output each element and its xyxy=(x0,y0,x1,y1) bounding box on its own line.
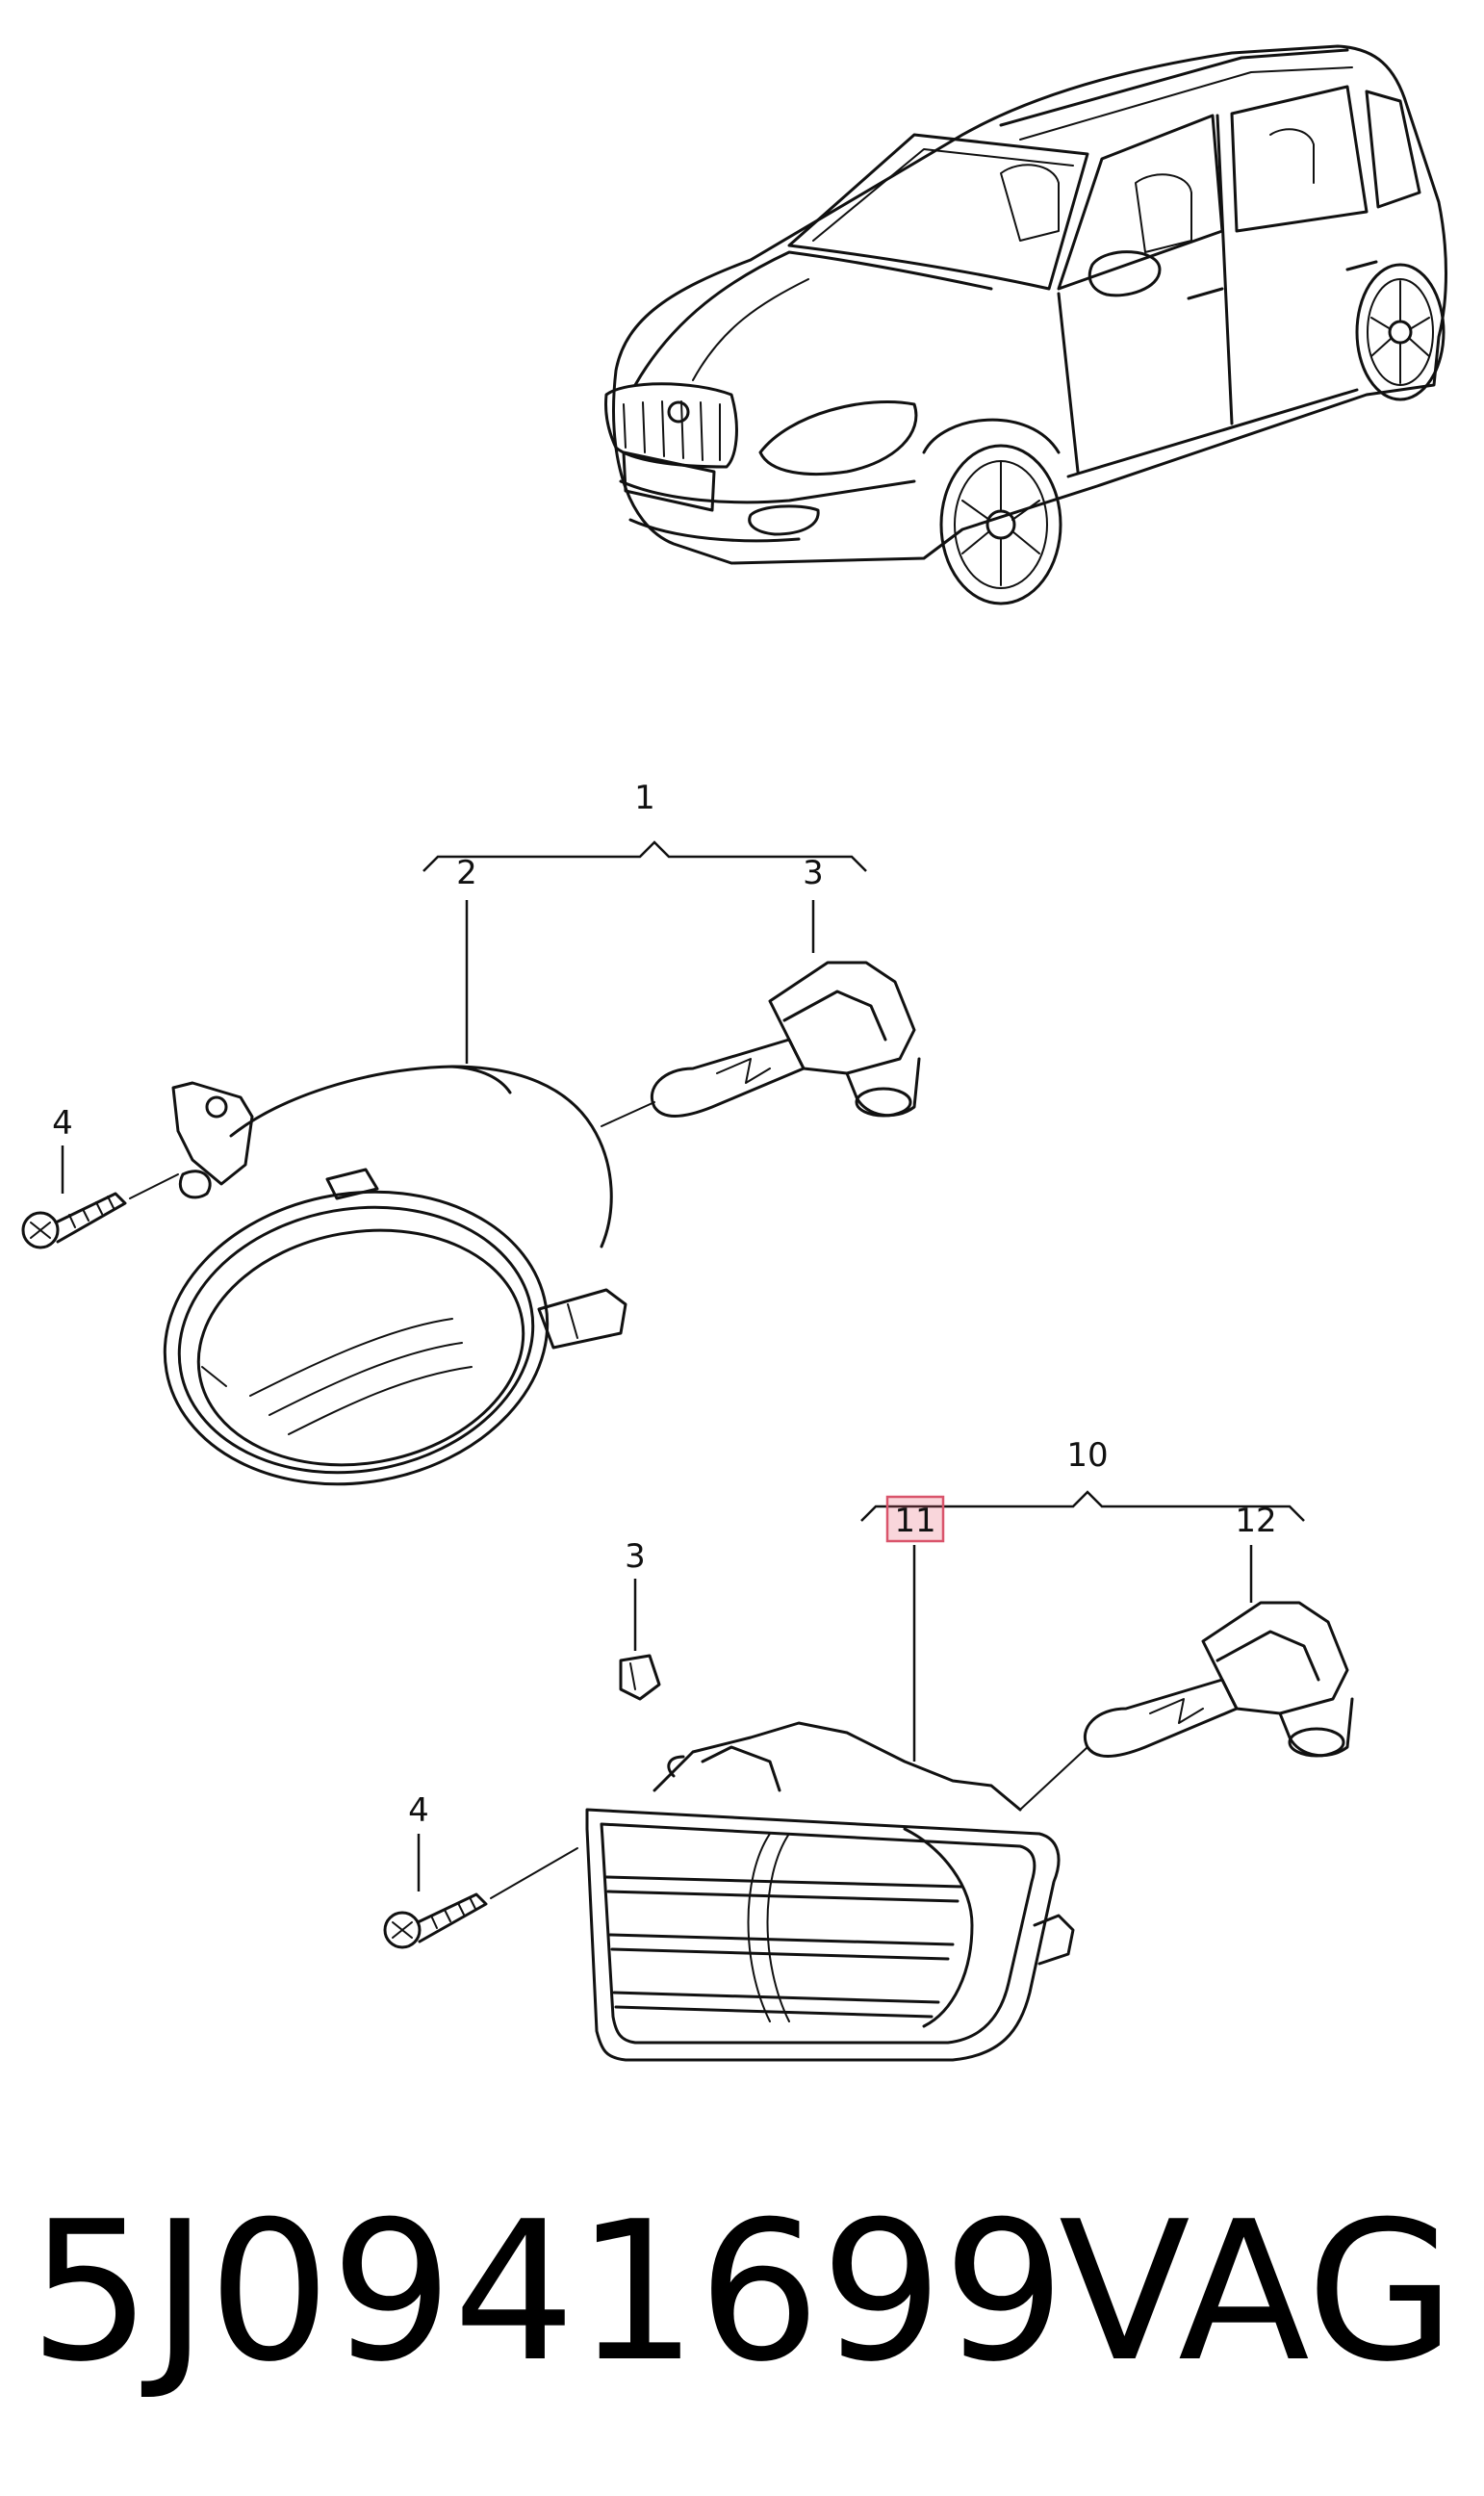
callout-10[interactable]: 10 xyxy=(1066,1436,1108,1475)
car-illustration xyxy=(604,44,1447,605)
screw-upper xyxy=(21,1173,179,1249)
lower-fog-lamp-assembly xyxy=(383,1490,1354,2062)
callout-4-upper[interactable]: 4 xyxy=(52,1104,73,1143)
callout-11[interactable]: 11 xyxy=(894,1502,935,1540)
callout-labels: 1 2 3 4 10 11 12 3 4 xyxy=(52,779,1276,1830)
upper-fog-lamp-assembly xyxy=(21,840,921,1486)
callout-3-lower[interactable]: 3 xyxy=(625,1537,646,1576)
callout-1[interactable]: 1 xyxy=(634,779,655,817)
part-number: 5J0941699 xyxy=(29,2180,1065,2405)
callout-11-highlight xyxy=(885,1495,945,1543)
callout-12[interactable]: 12 xyxy=(1235,1502,1276,1540)
brand-name: VAG xyxy=(1059,2180,1455,2405)
callout-2[interactable]: 2 xyxy=(456,854,477,892)
callout-4-lower[interactable]: 4 xyxy=(408,1791,429,1830)
screw-lower xyxy=(383,1847,578,1949)
callout-3-upper[interactable]: 3 xyxy=(803,854,824,892)
caption: 5J0941699 VAG xyxy=(29,2180,1455,2405)
